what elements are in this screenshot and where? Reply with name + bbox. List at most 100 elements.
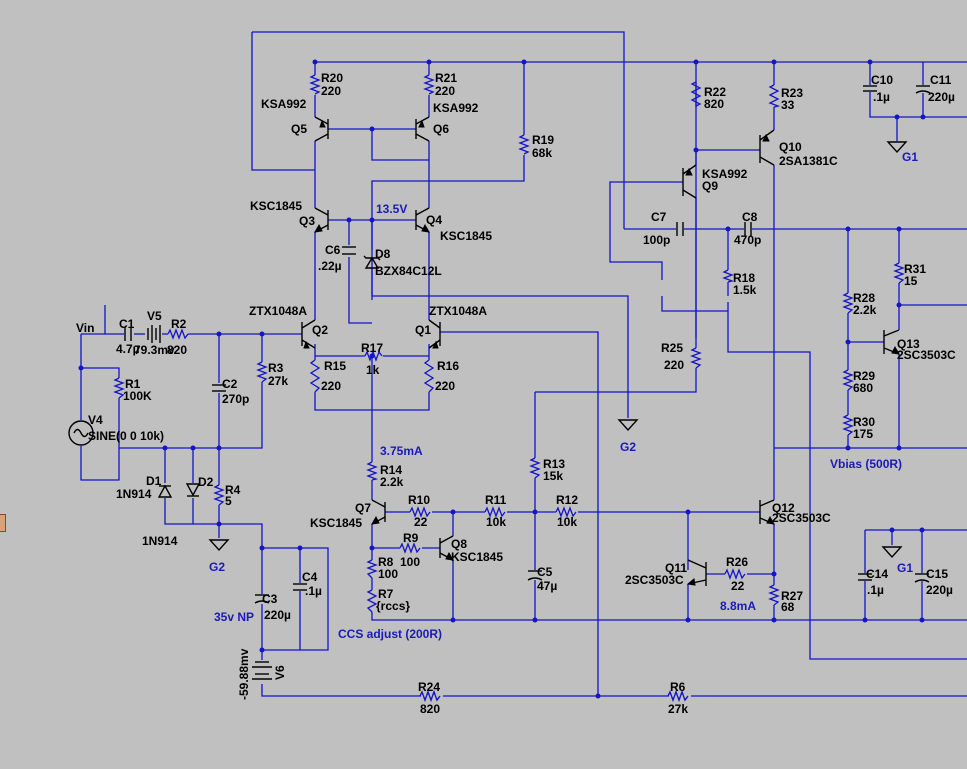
- r19-value: 68k: [532, 146, 552, 160]
- C15-capacitor: [914, 573, 930, 583]
- R16-resistor: [423, 359, 435, 393]
- r27-name: R27: [781, 589, 803, 603]
- d2-value: 1N914: [142, 534, 178, 548]
- d2-name: D2: [198, 475, 214, 489]
- q13-value: 2SC3503C: [897, 348, 956, 362]
- r28-value: 2.2k: [853, 303, 877, 317]
- Q13-transistor: [883, 329, 900, 355]
- R27-resistor: [768, 584, 780, 606]
- r9-name: R9: [403, 531, 419, 545]
- c3-name: C3: [262, 592, 278, 606]
- q11-name: Q11: [665, 561, 687, 575]
- v4-name: V4: [88, 413, 103, 427]
- r7-value: {rccs}: [376, 599, 410, 613]
- R2-resistor: [167, 328, 189, 340]
- R15-resistor: [309, 359, 321, 393]
- D2-diode: [185, 483, 201, 497]
- g2-left-label: G2: [209, 560, 225, 574]
- v4-value: SINE(0 0 10k): [88, 429, 164, 443]
- r25-value: 220: [664, 358, 684, 372]
- r3-value: 27k: [268, 374, 288, 388]
- R21-resistor: [423, 74, 435, 95]
- c10-name: C10: [871, 73, 893, 87]
- r18-value: 1.5k: [733, 283, 757, 297]
- current-8-8-label: 8.8mA: [720, 599, 756, 613]
- q1-value: ZTX1048A: [429, 304, 487, 318]
- C10-capacitor: [863, 85, 877, 92]
- r31-value: 15: [904, 274, 918, 288]
- r11-name: R11: [485, 493, 507, 507]
- C7-capacitor: [676, 222, 684, 236]
- q6-name: Q6: [433, 122, 449, 136]
- r24-name: R24: [418, 680, 440, 694]
- r13-value: 15k: [543, 469, 563, 483]
- r7-name: R7: [378, 587, 394, 601]
- q9-name: Q9: [702, 179, 718, 193]
- c5-name: C5: [537, 565, 553, 579]
- q7-name: Q7: [355, 501, 371, 515]
- q5-value: KSA992: [261, 97, 307, 111]
- q1-name: Q1: [415, 323, 431, 337]
- c5-value: 47µ: [537, 579, 557, 593]
- r16-name: R16: [437, 359, 459, 373]
- d8-name: D8: [375, 247, 391, 261]
- q10-value: 2SA1381C: [779, 154, 838, 168]
- r1-name: R1: [125, 377, 141, 391]
- C1-capacitor: [124, 327, 132, 341]
- r26-name: R26: [726, 555, 748, 569]
- c2-name: C2: [222, 377, 238, 391]
- capacitors: [124, 85, 931, 604]
- d1-value: 1N914: [116, 487, 152, 501]
- r21-name: R21: [435, 71, 457, 85]
- q7-value: KSC1845: [310, 516, 362, 530]
- Q7-transistor: [371, 499, 386, 525]
- C4-capacitor: [293, 583, 307, 591]
- R17-resistor: [364, 350, 383, 362]
- sources: [68, 325, 272, 680]
- R14-resistor: [366, 461, 379, 481]
- r3-name: R3: [268, 361, 284, 375]
- g1-top-label: G1: [902, 150, 918, 164]
- r31-name: R31: [904, 262, 926, 276]
- V6-source: [252, 661, 272, 680]
- R30-resistor: [842, 414, 854, 436]
- r6-value: 27k: [668, 702, 688, 716]
- r27-value: 68: [781, 600, 795, 614]
- R25-resistor: [690, 347, 702, 369]
- C2-capacitor: [212, 384, 226, 392]
- v5-value: 79.3mv: [134, 343, 175, 357]
- C6-capacitor: [342, 246, 356, 255]
- r10-value: 22: [414, 515, 428, 529]
- Q11-transistor: [686, 559, 707, 586]
- Q1-transistor: [428, 319, 441, 349]
- junctions: [78, 59, 926, 699]
- c8-value: 470p: [734, 233, 761, 247]
- r12-name: R12: [556, 493, 578, 507]
- q4-name: Q4: [426, 213, 442, 227]
- R29-resistor: [842, 369, 854, 391]
- R3-resistor: [256, 361, 268, 383]
- q2-value: ZTX1048A: [249, 304, 307, 318]
- c14-name: C14: [866, 567, 888, 581]
- q12-value: 2SC3503C: [772, 511, 831, 525]
- r30-value: 175: [853, 427, 873, 441]
- v6-name-label: V6: [273, 665, 287, 680]
- r2-value: 820: [167, 343, 187, 357]
- r4-name: R4: [225, 483, 241, 497]
- R20-resistor: [309, 74, 321, 95]
- window-edge-tab[interactable]: [0, 514, 6, 532]
- R13-resistor: [529, 457, 541, 479]
- g2-mid-label: G2: [620, 440, 636, 454]
- C3-capacitor: [254, 594, 270, 604]
- q8-name: Q8: [451, 537, 467, 551]
- component-labels: R20 220 R21 220 KSA992 Q5 KSA992 Q6 R19 …: [88, 71, 956, 716]
- q11-value: 2SC3503C: [625, 573, 684, 587]
- Q2-transistor: [301, 319, 316, 349]
- diodes: [157, 255, 381, 498]
- r14-name: R14: [380, 463, 402, 477]
- R18-resistor: [722, 269, 735, 283]
- C8-capacitor: [744, 222, 752, 236]
- ground-g1-mid: [881, 546, 903, 559]
- v5-name: V5: [147, 309, 162, 323]
